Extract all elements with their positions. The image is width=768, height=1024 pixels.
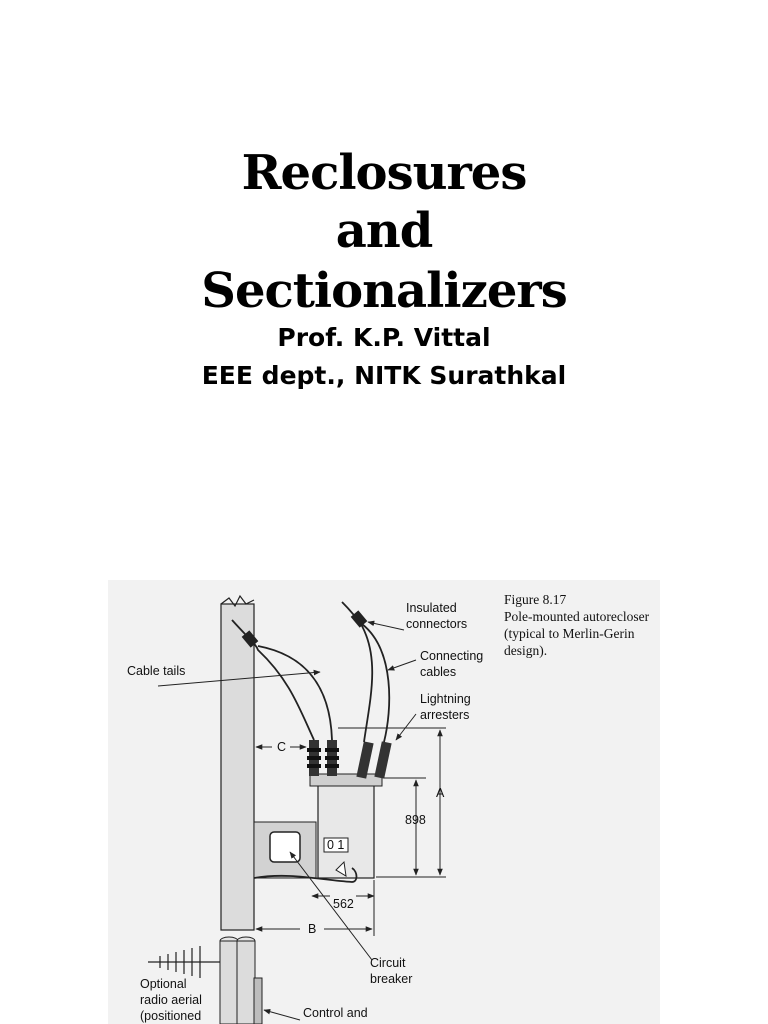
caption-line-3: (typical to Merlin-Gerin <box>504 626 635 641</box>
label-circuit-breaker-2: breaker <box>370 972 412 986</box>
label-connecting-cables-2: cables <box>420 665 456 679</box>
autorecloser-figure: Insulated connectors Connecting cables C… <box>108 580 660 1024</box>
radio-aerial <box>148 946 220 978</box>
dimension-lines <box>255 727 446 936</box>
pole <box>219 594 256 1024</box>
leader-lines <box>157 620 417 961</box>
label-lightning-arresters-1: Lightning <box>420 692 471 706</box>
title-line-3: Sectionalizers <box>201 263 567 319</box>
author-name: Prof. K.P. Vittal <box>277 323 491 352</box>
label-dim-b: B <box>308 922 316 936</box>
caption-line-4: design). <box>504 643 547 658</box>
label-radio-aerial-1: Optional <box>140 977 187 991</box>
title-line-2: and <box>335 203 434 259</box>
label-switch-position: 0 1 <box>327 838 344 852</box>
label-cable-tails: Cable tails <box>127 664 185 678</box>
label-lightning-arresters-2: arresters <box>420 708 469 722</box>
author-affiliation: EEE dept., NITK Surathkal <box>201 361 567 390</box>
label-radio-aerial-2: radio aerial <box>140 993 202 1007</box>
label-dim-a: A <box>436 786 445 800</box>
label-insulated-connectors-2: connectors <box>406 617 467 631</box>
label-dim-898: 898 <box>405 813 426 827</box>
control-leader <box>263 1008 301 1021</box>
label-radio-aerial-3: (positioned <box>140 1009 201 1023</box>
mounting-bracket <box>253 821 317 879</box>
label-circuit-breaker-1: Circuit <box>370 956 406 970</box>
label-dim-c: C <box>277 740 286 754</box>
label-insulated-connectors-1: Insulated <box>406 601 457 615</box>
label-connecting-cables-1: Connecting <box>420 649 483 663</box>
caption-line-2: Pole-mounted autorecloser <box>504 609 650 624</box>
connector-right <box>350 610 368 628</box>
caption-line-1: Figure 8.17 <box>504 592 566 607</box>
control-cabinet <box>253 977 263 1024</box>
label-control: Control and <box>303 1006 368 1020</box>
label-dim-562: 562 <box>333 897 354 911</box>
connector-left <box>241 630 259 648</box>
bushings <box>307 740 392 779</box>
title-line-1: Reclosures <box>241 145 528 201</box>
recloser-body <box>309 773 383 879</box>
